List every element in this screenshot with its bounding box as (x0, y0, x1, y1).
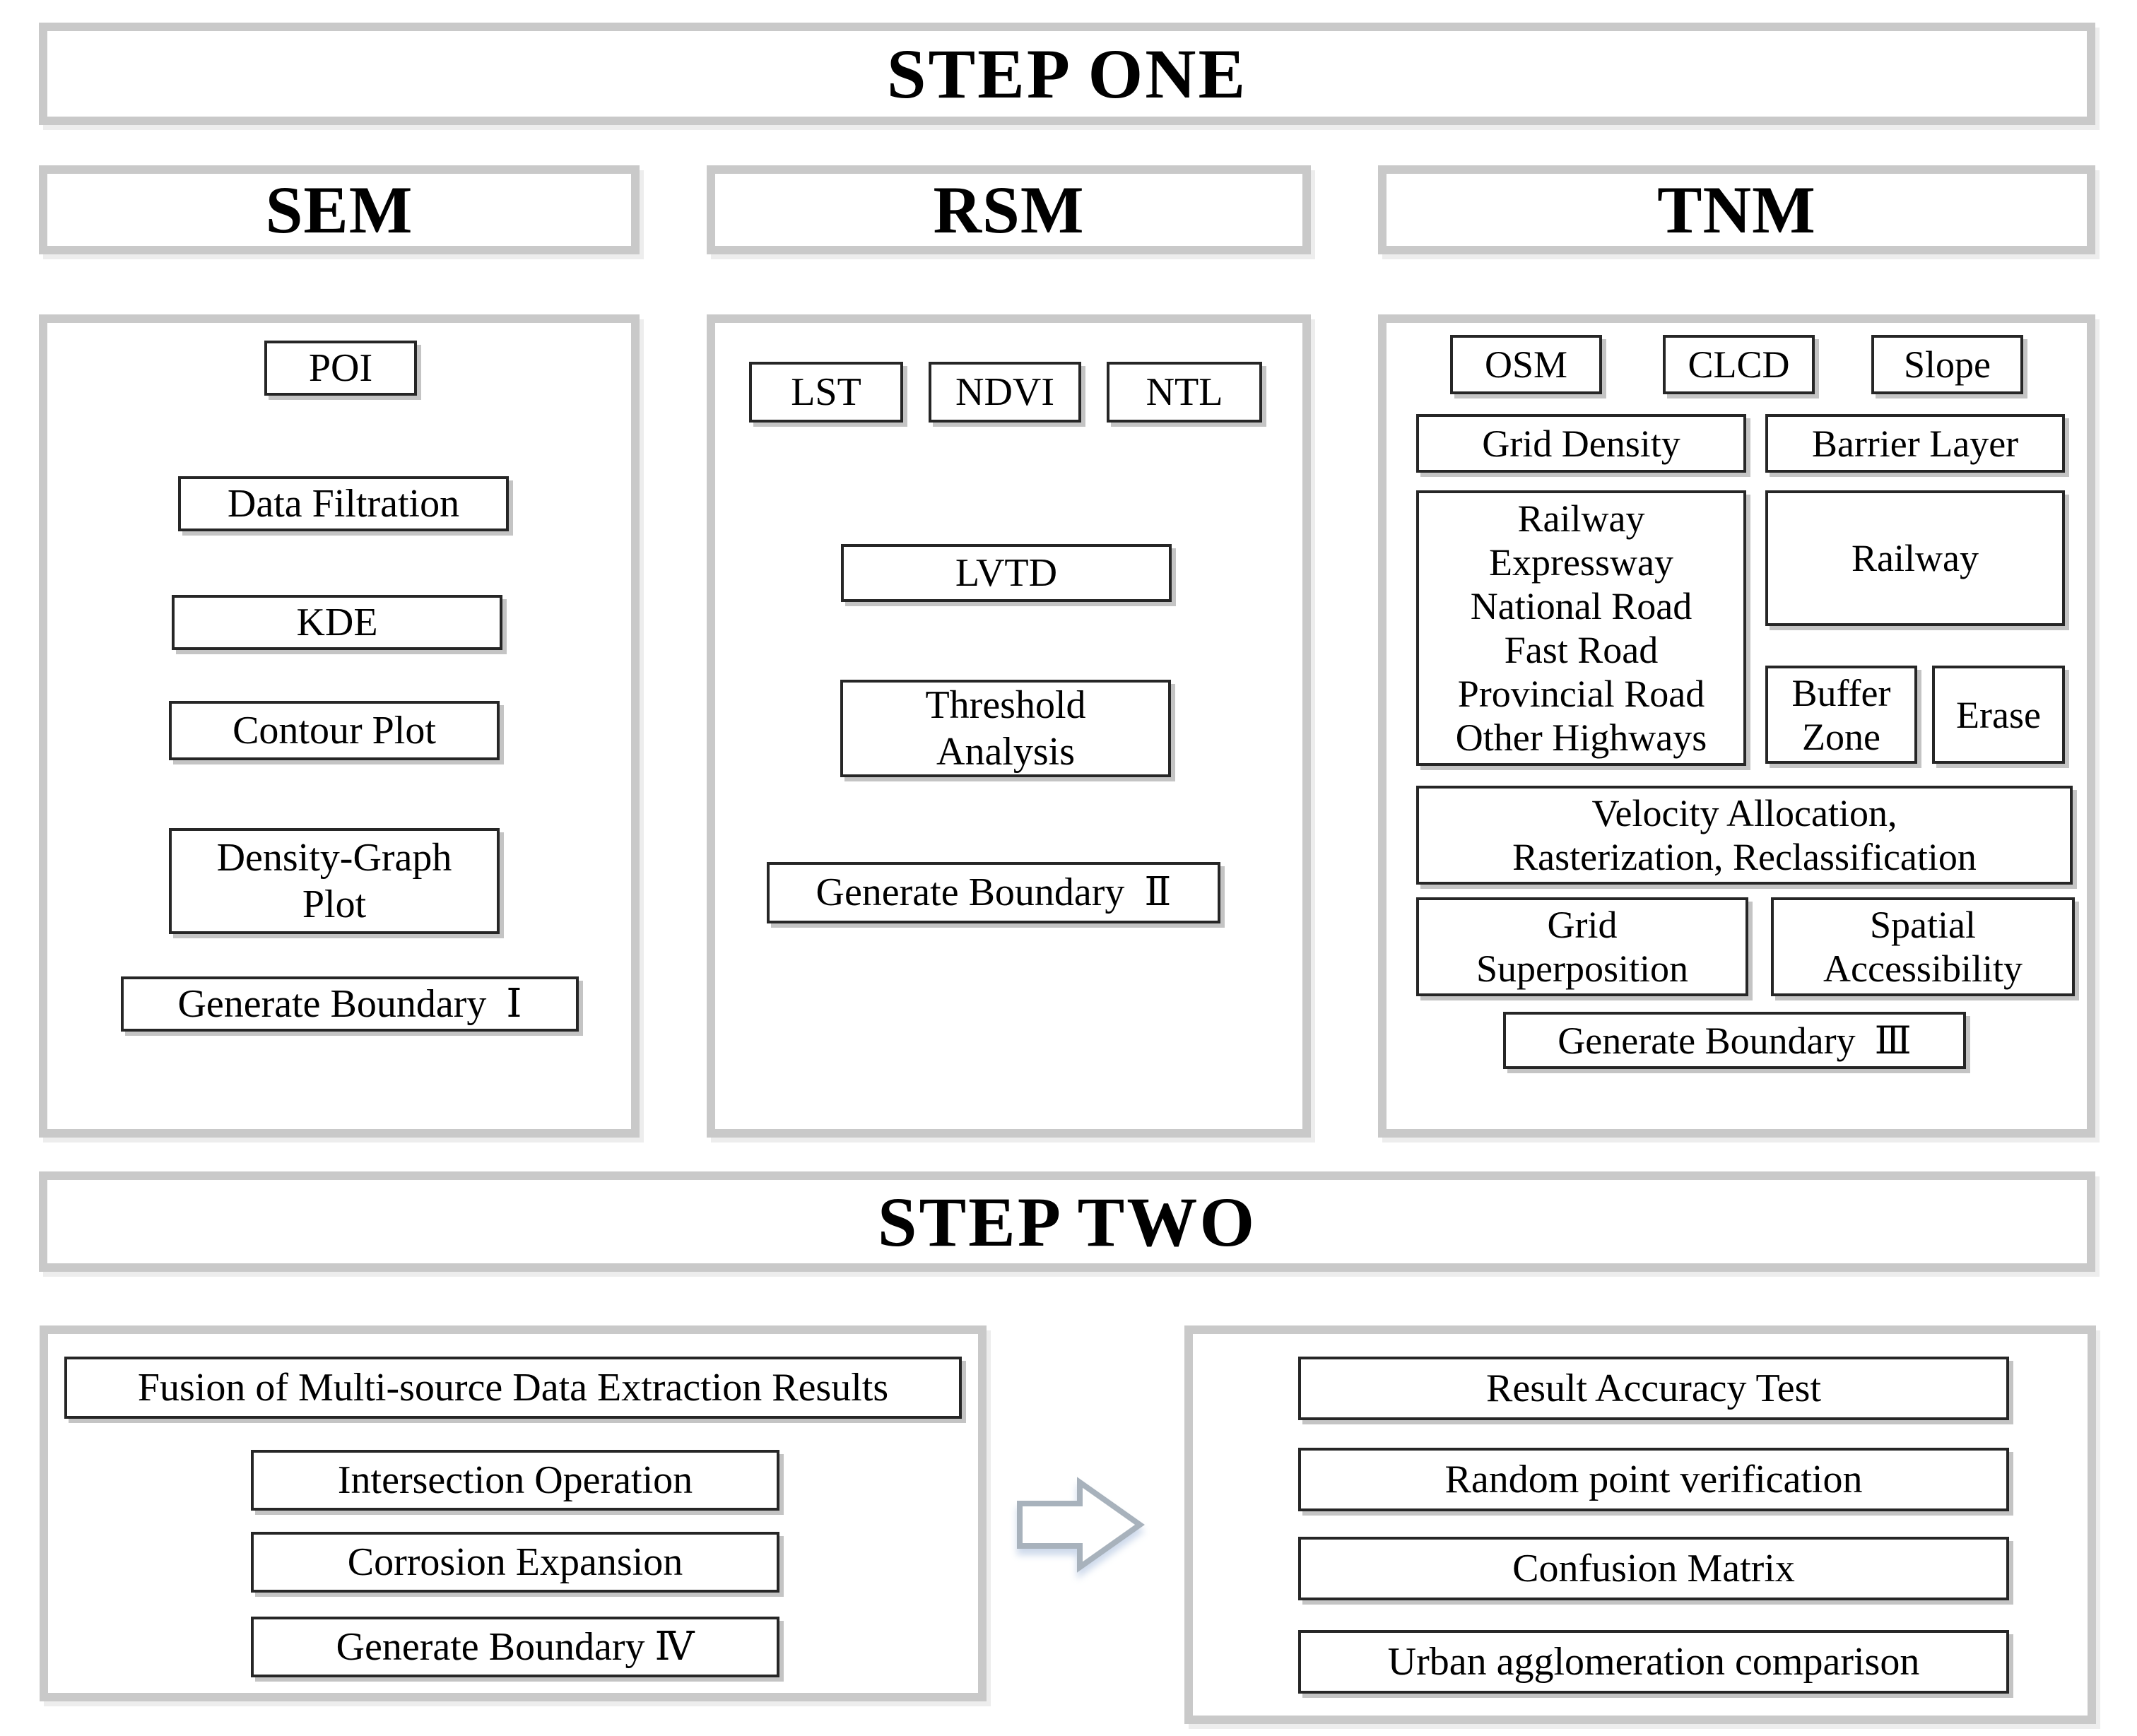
box-generate-boundary-3: Generate Boundary Ⅲ (1503, 1012, 1966, 1069)
box-contour-plot: Contour Plot (169, 701, 500, 760)
box-generate-boundary-1: Generate Boundary Ⅰ (121, 976, 579, 1032)
box-ntl: NTL (1107, 362, 1262, 423)
box-lst: LST (749, 362, 903, 423)
box-intersection-operation: Intersection Operation (251, 1450, 779, 1511)
box-confusion-matrix: Confusion Matrix (1298, 1537, 2009, 1600)
box-barrier-layer: Barrier Layer (1765, 414, 2065, 473)
box-velocity-allocation: Velocity Allocation, Rasterization, Recl… (1416, 786, 2073, 885)
box-kde: KDE (172, 595, 502, 650)
rsm-column-header: RSM (707, 165, 1311, 254)
box-generate-boundary-2: Generate Boundary Ⅱ (767, 862, 1220, 923)
flow-arrow-icon (1017, 1477, 1145, 1573)
box-spatial-accessibility: Spatial Accessibility (1771, 897, 2075, 996)
box-random-point-verification: Random point verification (1298, 1448, 2009, 1511)
box-ndvi: NDVI (929, 362, 1081, 423)
box-road-types: Railway Expressway National Road Fast Ro… (1416, 490, 1746, 766)
box-urban-agglomeration-comparison: Urban agglomeration comparison (1298, 1630, 2009, 1694)
box-poi: POI (264, 341, 417, 396)
box-osm: OSM (1450, 335, 1602, 394)
step-two-header: STEP TWO (39, 1171, 2095, 1272)
tnm-column-header: TNM (1378, 165, 2095, 254)
box-buffer-zone: Buffer Zone (1765, 666, 1917, 764)
box-result-accuracy-test: Result Accuracy Test (1298, 1357, 2009, 1420)
box-grid-density: Grid Density (1416, 414, 1746, 473)
sem-column-header: SEM (39, 165, 640, 254)
box-clcd: CLCD (1663, 335, 1815, 394)
box-density-graph-plot: Density-Graph Plot (169, 828, 500, 934)
box-fusion-multisource: Fusion of Multi-source Data Extraction R… (64, 1357, 962, 1419)
box-grid-superposition: Grid Superposition (1416, 897, 1748, 996)
step-one-header: STEP ONE (39, 23, 2095, 125)
box-generate-boundary-4: Generate Boundary Ⅳ (251, 1617, 779, 1677)
box-lvtd: LVTD (841, 544, 1172, 602)
box-railway: Railway (1765, 490, 2065, 626)
box-threshold-analysis: Threshold Analysis (840, 680, 1171, 777)
box-corrosion-expansion: Corrosion Expansion (251, 1532, 779, 1593)
box-data-filtration: Data Filtration (178, 476, 509, 531)
box-erase: Erase (1932, 666, 2065, 764)
box-slope: Slope (1871, 335, 2023, 394)
